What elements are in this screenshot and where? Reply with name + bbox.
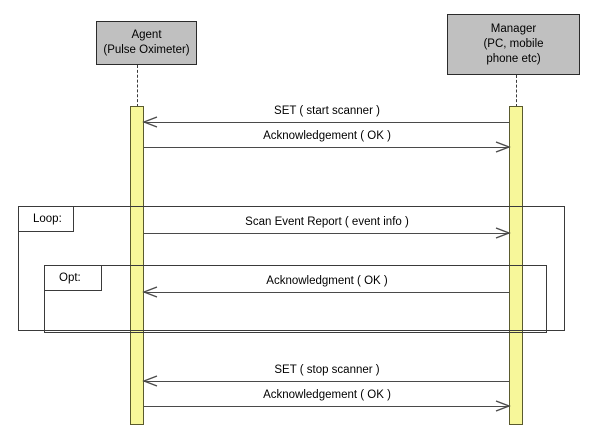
message-label-set-start-scanner: SET ( start scanner ) xyxy=(274,105,380,117)
lifeline-manager xyxy=(516,75,517,107)
lifeline-agent xyxy=(137,65,138,107)
message-label-set-stop-scanner: SET ( stop scanner ) xyxy=(274,364,380,376)
participant-manager-detail-line2: phone etc) xyxy=(486,53,541,66)
participant-manager[interactable]: Manager (PC, mobile phone etc) xyxy=(447,14,580,75)
fragment-loop-label: Loop: xyxy=(19,207,74,232)
participant-agent-detail: (Pulse Oximeter) xyxy=(103,44,190,56)
participant-manager-name: Manager xyxy=(490,22,537,35)
message-label-acknowledgement-start: Acknowledgement ( OK ) xyxy=(263,130,391,142)
message-line-set-stop-scanner xyxy=(144,381,509,382)
message-label-scan-event-report: Scan Event Report ( event info ) xyxy=(245,216,409,228)
message-line-acknowledgment-opt xyxy=(144,292,509,293)
fragment-loop xyxy=(18,206,565,331)
message-label-acknowledgement-stop: Acknowledgement ( OK ) xyxy=(263,389,391,401)
message-line-acknowledgement-start xyxy=(144,147,509,148)
participant-manager-detail-line1: (PC, mobile xyxy=(483,37,544,50)
message-line-set-start-scanner xyxy=(144,122,509,123)
message-line-scan-event-report xyxy=(144,233,509,234)
fragment-opt-label: Opt: xyxy=(45,266,102,291)
participant-agent-name: Agent xyxy=(131,28,162,41)
message-line-acknowledgement-stop xyxy=(144,406,509,407)
participant-agent[interactable]: Agent (Pulse Oximeter) xyxy=(96,21,197,65)
fragment-opt xyxy=(44,265,547,333)
message-label-acknowledgment-opt: Acknowledgment ( OK ) xyxy=(266,275,388,287)
